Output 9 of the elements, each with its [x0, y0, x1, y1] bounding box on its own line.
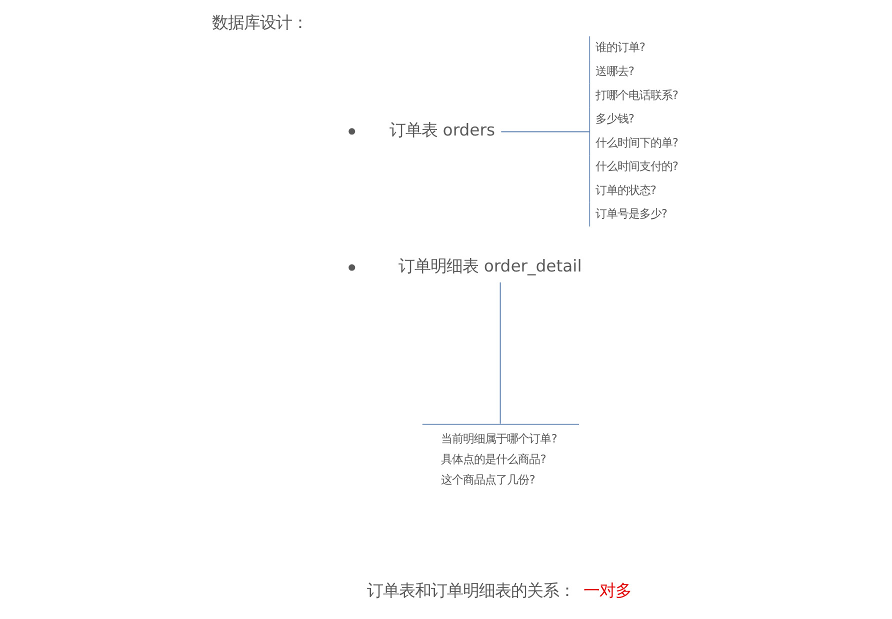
connector: [500, 131, 590, 132]
node-text: 谁的订单? 送哪去? 打哪个电话联系? 多少钱? 什么时间下的单? 什么时间支付的? 订单的状态? 订单号是多少?: [594, 40, 678, 221]
connector: [499, 282, 500, 424]
label: 一对多: [583, 580, 632, 600]
node-text: 订单表 orders: [389, 120, 495, 140]
node-text: 当前明细属于哪个订单? 具体点的是什么商品? 这个商品点了几份?: [440, 432, 557, 487]
node-text: 订单明细表 order_detail: [398, 256, 582, 276]
label: 订单表和订单明细表的关系：: [366, 580, 575, 600]
diagram-title: 数据库设计：: [211, 13, 308, 32]
